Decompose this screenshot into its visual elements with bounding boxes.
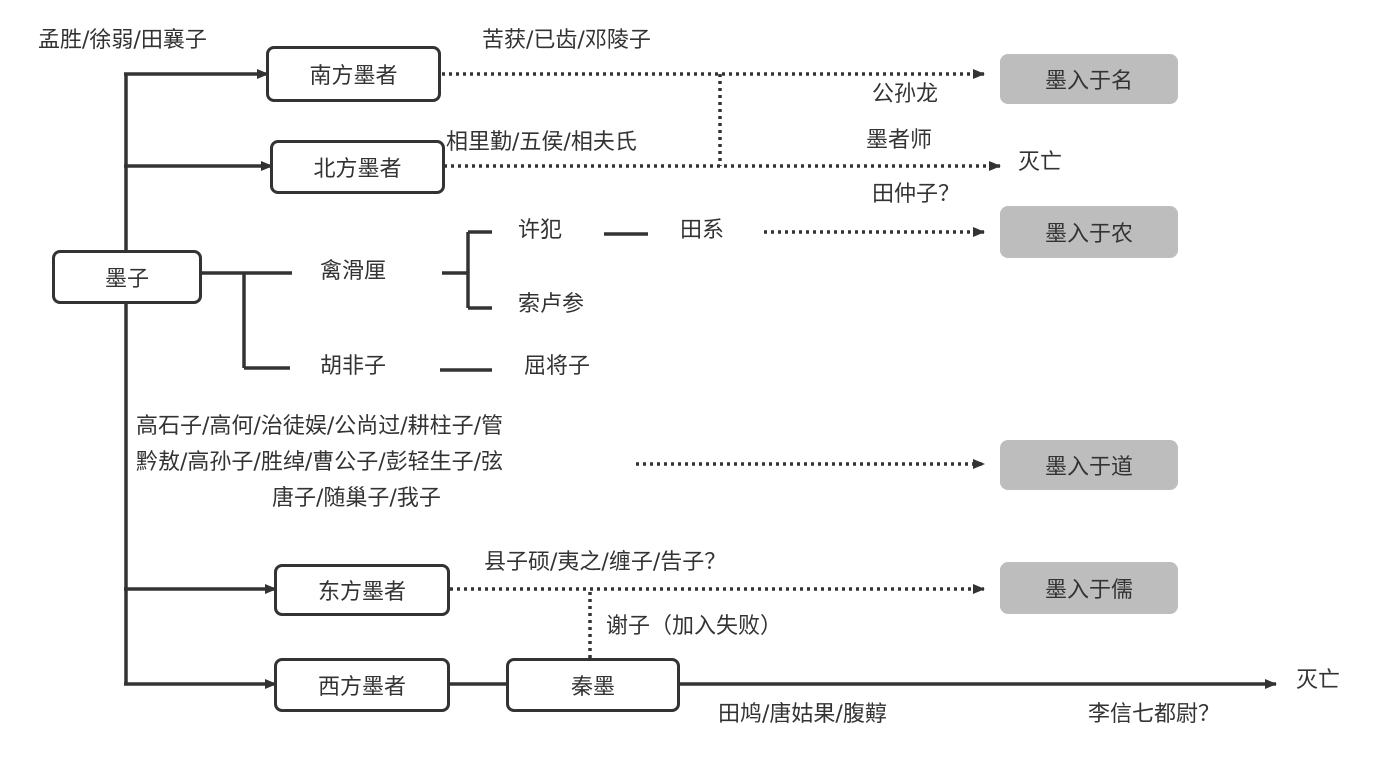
- outcome-ming: 墨入于名: [1000, 54, 1178, 104]
- west-mohists-node: 西方墨者: [274, 658, 450, 712]
- outcome-nong: 墨入于农: [1000, 206, 1178, 258]
- label-dao-line3: 唐子/随巢子/我子: [272, 486, 441, 511]
- south-mohists-node: 南方墨者: [266, 46, 441, 102]
- label-tian-jiu: 田鸠/唐姑果/腹䵍: [718, 702, 887, 727]
- label-dao-line1: 高石子/高何/治徒娱/公尚过/耕柱子/管: [136, 414, 504, 439]
- outcome-west-end: 灭亡: [1296, 668, 1341, 693]
- label-meng-sheng: 孟胜/徐弱/田襄子: [38, 28, 207, 53]
- label-qin-huali: 禽滑厘: [320, 259, 387, 284]
- mozi-node: 墨子: [52, 250, 202, 304]
- east-mohists-node: 东方墨者: [274, 564, 450, 616]
- label-dao-line2: 黔敖/高孙子/胜绰/曹公子/彭轻生子/弦: [136, 450, 504, 475]
- north-mohists-node: 北方墨者: [270, 140, 445, 194]
- label-qu-jiangzi: 屈将子: [524, 354, 591, 379]
- label-ku-huo: 苦获/已齿/邓陵子: [482, 28, 651, 53]
- label-xian-zishuo: 县子硕/夷之/缠子/告子？: [484, 550, 727, 575]
- label-xie-zi: 谢子（加入失败）: [606, 614, 783, 639]
- label-tian-zhongzi: 田仲子？: [872, 182, 961, 207]
- label-gongsun-long: 公孙龙: [872, 82, 939, 107]
- outcome-north-end: 灭亡: [1018, 150, 1063, 175]
- label-li-xin: 李信七都尉？: [1088, 702, 1221, 727]
- qin-mohists-node: 秦墨: [506, 658, 680, 712]
- outcome-dao: 墨入于道: [1000, 440, 1178, 490]
- outcome-ru: 墨入于儒: [1000, 562, 1178, 614]
- label-hu-feizi: 胡非子: [320, 354, 387, 379]
- label-suo-lu-can: 索卢参: [518, 292, 585, 317]
- label-tian-xi: 田系: [680, 218, 725, 243]
- label-mozhe-shi: 墨者师: [866, 128, 933, 153]
- label-xu-fan: 许犯: [518, 218, 563, 243]
- label-xiang-li-qin: 相里勤/五侯/相夫氏: [446, 130, 637, 155]
